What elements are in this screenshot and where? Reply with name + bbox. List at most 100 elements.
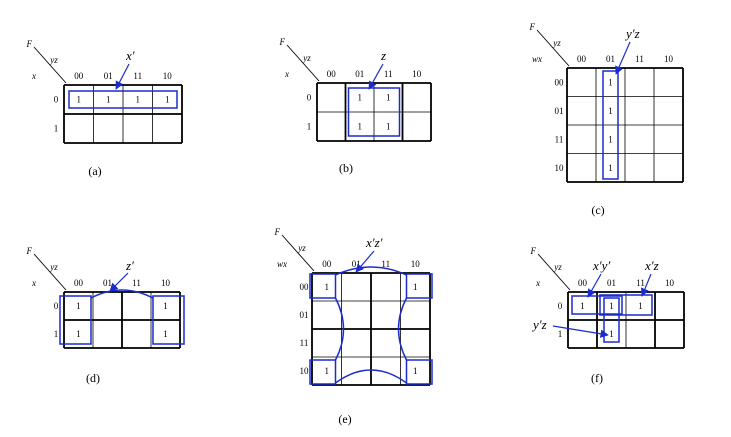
term-annotation: x′ [125, 48, 135, 63]
grouping-loop [68, 90, 178, 109]
column-header: 00 [74, 278, 84, 288]
column-header: 10 [411, 259, 421, 269]
corner-diagonal [281, 234, 315, 272]
corner-diagonal [33, 46, 67, 84]
column-variable-label: yz [297, 243, 306, 253]
map-caption: (f) [591, 371, 603, 385]
row-header: 00 [300, 282, 310, 292]
wraparound-arc [335, 266, 407, 276]
column-header: 10 [161, 278, 171, 288]
cell-value: 1 [608, 163, 613, 173]
annotation-arrow [355, 250, 375, 273]
column-header: 01 [607, 278, 616, 288]
term-annotation: x′z′ [365, 235, 383, 250]
map-caption: (b) [339, 161, 353, 175]
cell-value: 1 [386, 122, 391, 132]
row-header: 0 [558, 301, 563, 311]
grouping-loop [405, 273, 433, 299]
annotation-arrow [115, 63, 130, 90]
cell-value: 1 [638, 301, 643, 311]
row-header: 0 [54, 301, 59, 311]
row-header: 1 [54, 124, 59, 134]
cell-value: 1 [608, 77, 613, 87]
row-variable-label: x [31, 278, 36, 288]
grouping-loop [152, 295, 185, 345]
term-annotation: y′z [624, 26, 640, 41]
column-variable-label: yz [49, 55, 58, 65]
column-header: 11 [636, 278, 645, 288]
row-header: 0 [54, 95, 59, 105]
term-annotation: z′ [125, 258, 134, 273]
cell-value: 1 [106, 95, 111, 105]
grouping-loop [599, 294, 653, 316]
row-header: 11 [300, 338, 309, 348]
column-header: 10 [664, 54, 674, 64]
corner-diagonal [536, 29, 570, 67]
row-variable-label: wx [277, 259, 287, 269]
column-header: 01 [355, 69, 364, 79]
column-variable-label: yz [552, 38, 561, 48]
map-caption: (c) [591, 203, 604, 217]
function-label: F [26, 39, 33, 49]
term-annotation: z [380, 48, 386, 63]
annotation-arrow [587, 273, 602, 298]
grouping-loop [405, 359, 433, 385]
grouping-loop [602, 70, 619, 180]
grouping-loop [309, 359, 337, 385]
cell-value: 1 [76, 329, 81, 339]
column-header: 00 [577, 54, 587, 64]
cell-value: 1 [136, 95, 141, 105]
column-header: 10 [163, 71, 173, 81]
cell-value: 1 [413, 282, 418, 292]
column-header: 11 [133, 71, 142, 81]
term-annotation: x′z [644, 258, 659, 273]
grouping-loop [571, 295, 623, 315]
term-annotation: y′z [531, 317, 547, 332]
row-header: 01 [300, 310, 309, 320]
wraparound-arc [397, 297, 408, 361]
column-header: 00 [327, 69, 337, 79]
column-header: 01 [103, 278, 112, 288]
term-annotation: x′y′ [592, 258, 610, 273]
column-header: 01 [606, 54, 615, 64]
row-header: 10 [555, 163, 565, 173]
row-header: 10 [300, 366, 310, 376]
function-label: F [529, 22, 536, 32]
map-caption: (d) [86, 371, 100, 385]
cell-value: 1 [163, 329, 168, 339]
column-header: 11 [384, 69, 393, 79]
column-header: 10 [665, 278, 675, 288]
cell-value: 1 [608, 106, 613, 116]
wraparound-arc [90, 289, 154, 299]
row-variable-label: x [284, 69, 289, 79]
function-label: F [530, 246, 537, 256]
corner-diagonal [537, 253, 571, 291]
annotation-arrow [109, 272, 129, 292]
map-caption: (a) [88, 164, 101, 178]
column-variable-label: yz [553, 262, 562, 272]
cell-value: 1 [609, 301, 614, 311]
row-header: 1 [54, 329, 59, 339]
cell-value: 1 [325, 282, 330, 292]
function-label: F [274, 227, 281, 237]
column-header: 11 [381, 259, 390, 269]
cell-value: 1 [609, 329, 614, 339]
row-header: 1 [307, 122, 312, 132]
column-header: 01 [104, 71, 113, 81]
cell-value: 1 [165, 95, 170, 105]
column-header: 11 [132, 278, 141, 288]
row-variable-label: x [31, 71, 36, 81]
cell-value: 1 [358, 122, 363, 132]
column-header: 00 [74, 71, 84, 81]
cell-value: 1 [76, 301, 81, 311]
cell-value: 1 [608, 134, 613, 144]
row-header: 00 [555, 77, 565, 87]
row-header: 01 [555, 106, 564, 116]
corner-diagonal [286, 44, 320, 82]
